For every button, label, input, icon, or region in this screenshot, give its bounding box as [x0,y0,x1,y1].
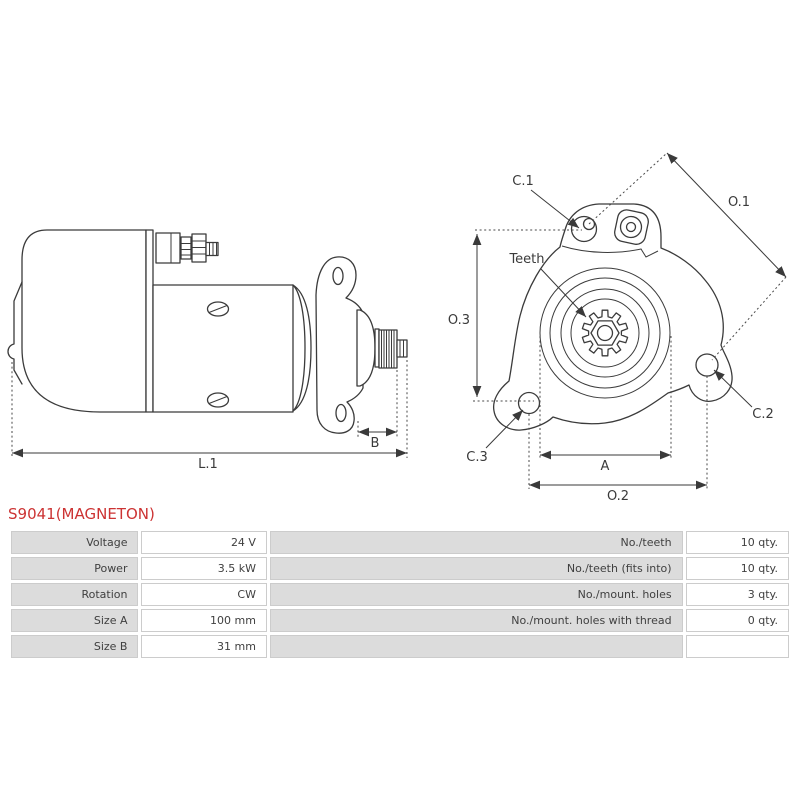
shaft-bore [596,324,614,342]
motor-cylinder [152,284,294,413]
spec-value-size-b: 31 mm [141,635,267,658]
spec-value-empty [685,635,789,658]
rear-cap [7,281,23,385]
spec-label-size-a: Size A [11,609,139,632]
dimension-o3: O.3 [448,229,582,402]
dimension-o1: O.1 [588,152,787,361]
spec-value-mount-holes: 3 qty. [685,583,789,606]
table-row: Size B 31 mm [11,635,789,658]
ear-hole-bottom [335,403,347,423]
terminal-stud [155,232,219,264]
motor-body [21,229,147,413]
spec-value-teeth-fits-into: 10 qty. [685,557,789,580]
mounting-bolt-top-right [614,209,649,245]
spec-value-size-a: 100 mm [141,609,267,632]
dimension-a: A [539,336,672,474]
spec-label-empty [269,635,683,658]
spec-value-power: 3.5 kW [141,557,267,580]
dimension-l1: L.1 [11,360,408,472]
callout-label-c1: C.1 [512,174,533,189]
ear-hole-top [332,266,344,286]
spec-value-mount-holes-thread: 0 qty. [685,609,789,632]
dim-label-l1: L.1 [198,457,218,472]
product-drawing-section: B L.1 [7,152,792,661]
nose-cone [356,309,376,387]
callout-c3: C.3 [466,409,524,465]
spec-label-size-b: Size B [11,635,139,658]
dim-label-o1: O.1 [728,195,750,210]
callout-c2: C.2 [713,369,774,422]
side-view: B L.1 [7,229,408,472]
spec-value-rotation: CW [141,583,267,606]
dim-label-o3: O.3 [448,313,470,328]
table-row: Power 3.5 kW No./teeth (fits into) 10 qt… [11,557,789,580]
dimension-o2: O.2 [528,376,708,500]
dim-label-o2: O.2 [607,489,629,500]
table-row: Size A 100 mm No./mount. holes with thre… [11,609,789,632]
callout-teeth: Teeth [508,252,587,318]
technical-drawing: B L.1 [7,152,787,500]
callout-label-teeth: Teeth [508,252,544,267]
spec-label-teeth-fits-into: No./teeth (fits into) [269,557,683,580]
screw-bottom [206,392,230,408]
product-title: S9041(MAGNETON) [8,505,155,523]
dimension-b: B [357,370,398,451]
spec-value-voltage: 24 V [141,531,267,554]
spec-table: Voltage 24 V No./teeth 10 qty. Power 3.5… [8,528,792,661]
spec-label-no-teeth: No./teeth [269,531,683,554]
callout-c1: C.1 [512,174,580,229]
shaft-tip [396,339,408,358]
dim-label-b: B [371,436,380,451]
dim-label-a: A [601,459,610,474]
pilot-circles [539,267,671,399]
table-row: Rotation CW No./mount. holes 3 qty. [11,583,789,606]
spec-label-mount-holes-thread: No./mount. holes with thread [269,609,683,632]
drive-end-bracket [315,256,364,434]
front-view: O.3 O.1 A O.2 C.1 Teeth [448,152,787,500]
mounting-plate [145,229,154,413]
callout-label-c2: C.2 [752,407,773,422]
table-row: Voltage 24 V No./teeth 10 qty. [11,531,789,554]
plate-edge [561,245,659,258]
cylinder-cap [292,284,312,412]
spec-label-voltage: Voltage [11,531,139,554]
spec-value-no-teeth: 10 qty. [685,531,789,554]
spec-label-rotation: Rotation [11,583,139,606]
callout-label-c3: C.3 [466,450,487,465]
spec-label-mount-holes: No./mount. holes [269,583,683,606]
pinion-gear-side [378,329,398,369]
mounting-hole-c3 [517,391,541,415]
spec-label-power: Power [11,557,139,580]
screw-top [206,301,230,317]
